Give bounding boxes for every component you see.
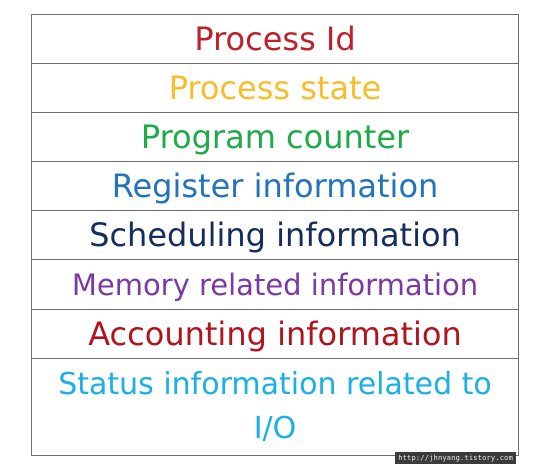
pcb-row-label: Status information related to I/O	[58, 367, 492, 446]
pcb-cell: Accounting information	[31, 309, 519, 359]
pcb-row-label: Program counter	[140, 118, 410, 156]
pcb-cell: Register information	[31, 161, 519, 211]
watermark-url: http://jhnyang.tistory.com	[395, 452, 516, 464]
pcb-row-accounting-information: Accounting information	[31, 309, 519, 359]
pcb-row-label: Process Id	[194, 20, 356, 58]
pcb-row-label: Scheduling information	[89, 216, 461, 254]
process-control-block-table: Process Id Process state Program counter…	[31, 14, 519, 456]
pcb-row-register-information: Register information	[31, 161, 519, 211]
pcb-row-label: Memory related information	[71, 268, 479, 302]
pcb-cell: Memory related information	[31, 259, 519, 310]
pcb-cell: Scheduling information	[31, 210, 519, 260]
pcb-row-program-counter: Program counter	[31, 112, 519, 162]
pcb-row-scheduling-information: Scheduling information	[31, 210, 519, 260]
pcb-cell: Status information related to I/O	[31, 358, 519, 456]
pcb-row-process-id: Process Id	[31, 14, 519, 64]
pcb-cell: Program counter	[31, 112, 519, 162]
pcb-cell: Process state	[31, 63, 519, 113]
pcb-row-memory-related-information: Memory related information	[31, 259, 519, 310]
pcb-row-process-state: Process state	[31, 63, 519, 113]
pcb-row-status-information-io: Status information related to I/O	[31, 358, 519, 456]
pcb-row-label: Accounting information	[88, 315, 462, 353]
pcb-row-label: Register information	[111, 167, 439, 205]
pcb-cell: Process Id	[31, 14, 519, 64]
pcb-row-label: Process state	[168, 69, 382, 107]
